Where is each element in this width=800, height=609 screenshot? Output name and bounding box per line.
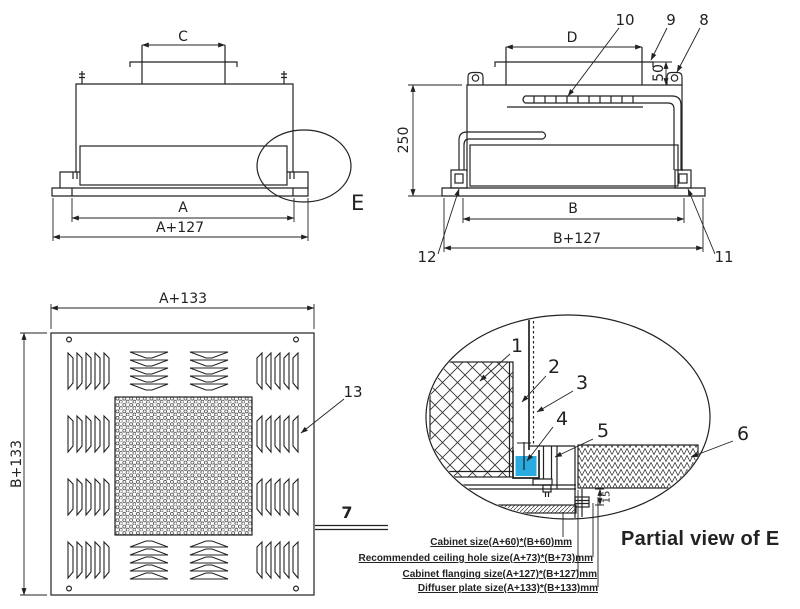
callout-9: 9 [666, 11, 676, 29]
side-clamps-flange [441, 169, 706, 197]
callout-4: 4 [556, 408, 568, 430]
screw-icon [281, 71, 287, 84]
note-leader-lines [562, 490, 599, 587]
note-flanging-size: Cabinet flanging size(A+127)*(B+127)mm [403, 569, 598, 580]
screw-icon [79, 71, 85, 84]
diffuser-plate [50, 332, 315, 596]
dim-label-b127: B+127 [553, 231, 601, 247]
size-notes: Cabinet size(A+60)*(B+60)mm Recommended … [358, 537, 598, 594]
gel-channel [512, 450, 540, 479]
bottom-dim-a133: A+133 [50, 291, 315, 329]
screw-hole-icon [293, 336, 300, 343]
ceiling-panel [577, 444, 699, 489]
callout-5: 5 [597, 420, 609, 442]
front-dim-a127: A+127 [52, 198, 309, 241]
dim-label-50: 50 [651, 64, 667, 82]
note-cabinet-size: Cabinet size(A+60)*(B+60)mm [430, 537, 572, 548]
gel-seal [515, 456, 537, 476]
side-dop-tube [458, 95, 682, 170]
callout-12: 12 [417, 248, 436, 266]
front-filter-media [79, 145, 288, 186]
side-dim-50: 50 [651, 61, 672, 86]
detail-title: Partial view of E [621, 528, 780, 550]
front-cabinet-body [51, 71, 309, 197]
callout-7: 7 [341, 503, 352, 522]
detail-view: 15 1 2 3 4 5 6 Partial view of E Cabinet… [358, 314, 780, 594]
note-diffuser-size: Diffuser plate size(A+133)*(B+133)mm [418, 583, 598, 594]
note-ceiling-hole-size: Recommended ceiling hole size(A+73)*(B+7… [358, 553, 593, 564]
side-dim-d: D [505, 30, 643, 50]
dim-label-a: A [178, 200, 188, 216]
dim-label-250: 250 [396, 127, 412, 154]
screw-hole-icon [65, 336, 72, 343]
front-dim-a: A [71, 198, 295, 222]
lifting-lug-icon [666, 71, 683, 85]
bottom-view: A+133 B+133 [9, 291, 388, 596]
lifting-lug-icon [467, 71, 484, 85]
callout-11: 11 [714, 248, 733, 266]
detail-geometry [429, 316, 699, 518]
detail-callouts: 1 2 3 4 5 6 [479, 335, 749, 462]
side-collar [494, 47, 654, 85]
front-collar [129, 45, 238, 84]
dim-label-b: B [568, 201, 578, 217]
detail-e-mark: E [351, 191, 364, 215]
side-view: D 50 250 [396, 11, 734, 266]
front-dim-c: C [141, 29, 226, 48]
callout-6: 6 [737, 423, 749, 445]
dim-label-b133: B+133 [9, 440, 25, 488]
bottom-callouts: 13 7 [300, 383, 388, 531]
side-cabinet-body [466, 71, 683, 171]
dim-label-d: D [567, 30, 578, 46]
dim-label-a133: A+133 [159, 291, 207, 307]
front-view: C A A+127 E [51, 29, 364, 241]
detail-boundary-ellipse [425, 314, 711, 520]
callout-10: 10 [615, 11, 634, 29]
callout-2: 2 [548, 356, 560, 378]
screw-hole-icon [65, 585, 72, 592]
bottom-dim-b133: B+133 [9, 332, 47, 596]
screw-hole-icon [293, 585, 300, 592]
side-dim-250: 250 [396, 84, 462, 197]
dim-label-15: 15 [602, 491, 613, 504]
callout-1: 1 [511, 335, 523, 357]
callout-13: 13 [343, 383, 362, 401]
callout-8: 8 [699, 11, 709, 29]
side-callouts: 10 9 8 12 11 [417, 11, 733, 266]
detail-e-circle [256, 129, 352, 203]
side-dim-b: B [462, 198, 685, 223]
side-filter-media [469, 144, 679, 187]
perforated-core [114, 396, 253, 536]
dim-label-c: C [178, 29, 188, 45]
callout-3: 3 [576, 372, 588, 394]
detail-filter-media [429, 361, 514, 478]
dim-label-a127: A+127 [156, 220, 204, 236]
